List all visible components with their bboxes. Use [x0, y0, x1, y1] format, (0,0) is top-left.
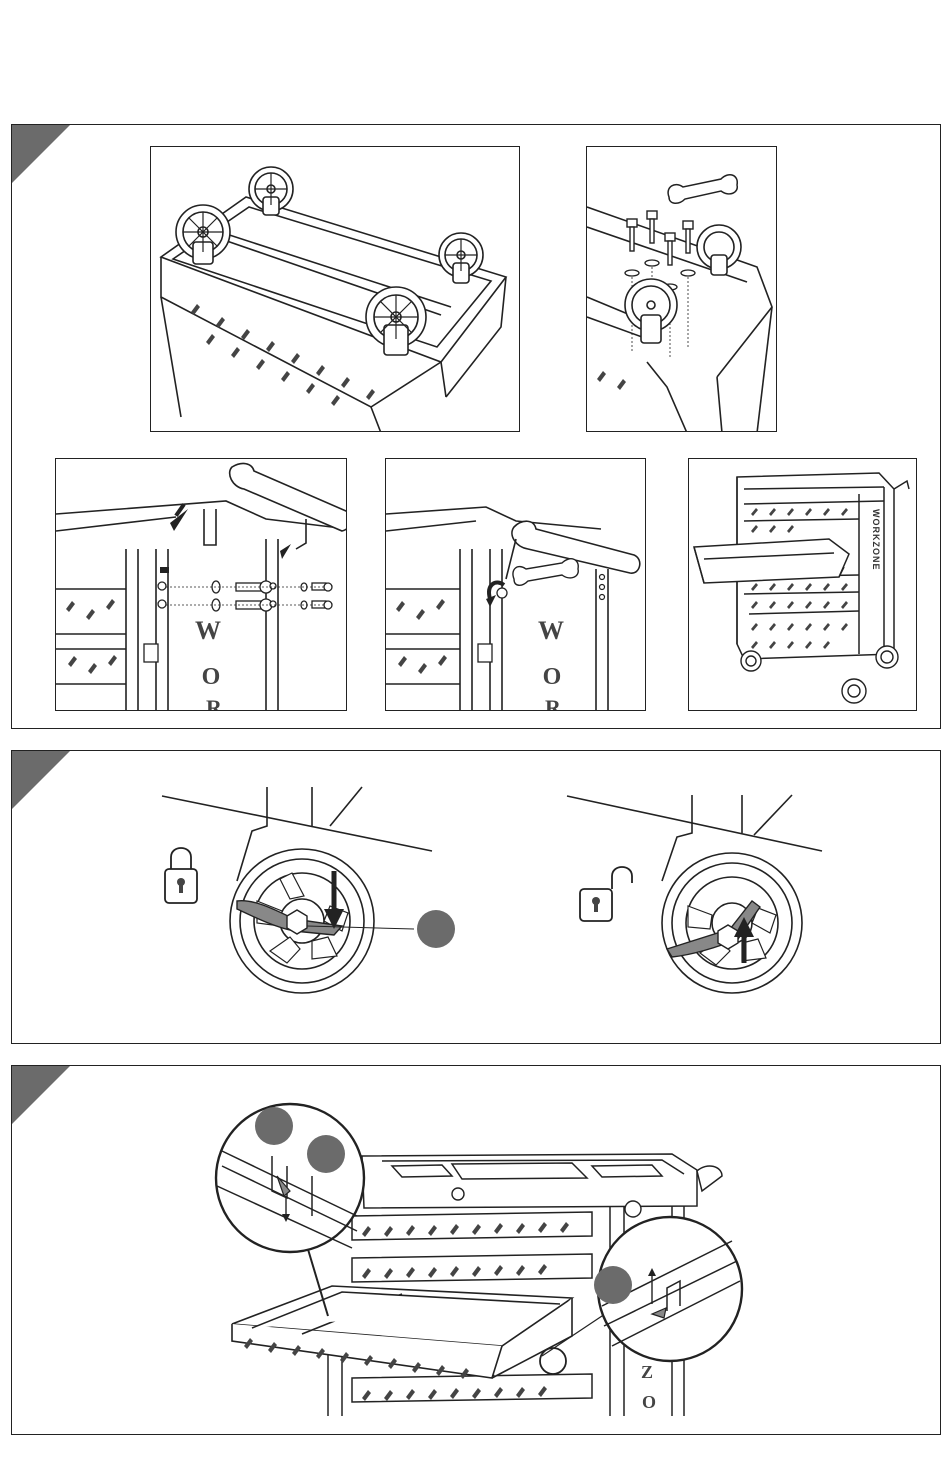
step-section-2 [11, 750, 941, 1044]
bolt-icon [627, 211, 693, 265]
panel-letter: W [195, 616, 221, 645]
panel-cart-base-casters [150, 146, 520, 432]
cart-letter: Z [641, 1362, 653, 1382]
wrench-icon [513, 559, 578, 586]
step-corner-marker [12, 125, 70, 183]
callout-marker [307, 1135, 345, 1173]
panel-letter: R [545, 695, 562, 711]
panel-letter: O [202, 664, 221, 690]
step-section-1: W O R [11, 124, 941, 729]
step-section-3: Z O [11, 1065, 941, 1435]
lock-icon [165, 848, 197, 903]
callout-marker [255, 1107, 293, 1145]
panel-assembled-tool-cart: WORKZONE [688, 458, 917, 711]
panel-letter: R [206, 695, 223, 711]
cart-letter: O [642, 1392, 656, 1412]
panel-letter: W [538, 616, 564, 645]
caster-wheel-icon [151, 147, 520, 432]
panel-caster-bolt-assembly [586, 146, 777, 432]
wrench-icon [668, 175, 737, 204]
callout-marker [594, 1266, 632, 1304]
cart-brand-text: WORKZONE [871, 509, 881, 571]
panel-handle-bracket-insert: W O R [55, 458, 347, 711]
magnifier-circle-icon [540, 1348, 566, 1374]
panel-letter: O [543, 664, 562, 690]
panel-handle-bolt-tighten: W O R [385, 458, 646, 711]
unlock-icon [580, 867, 632, 921]
callout-marker [417, 910, 455, 948]
